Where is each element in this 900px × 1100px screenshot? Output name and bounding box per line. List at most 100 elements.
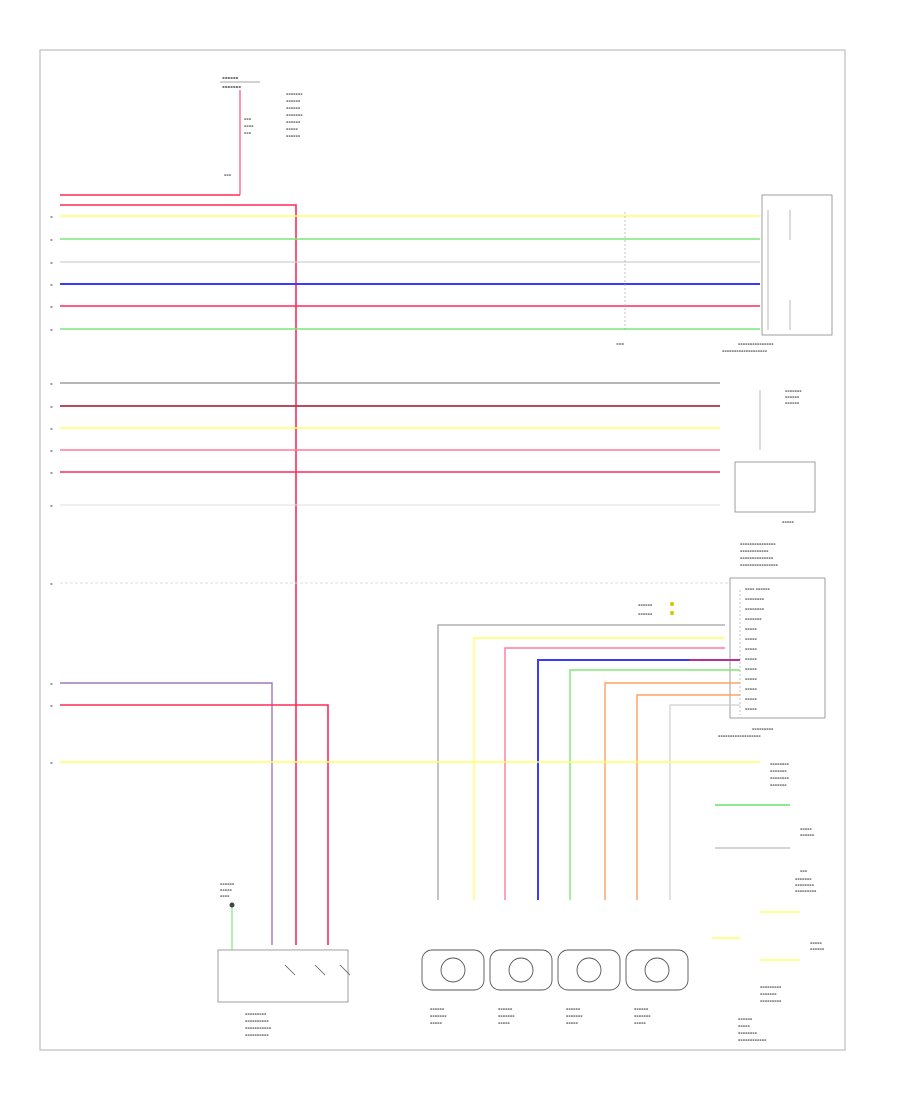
svg-text:▪▪▪▪▪▪: ▪▪▪▪▪▪: [220, 882, 235, 886]
svg-text:▪: ▪: [50, 214, 53, 219]
svg-text:▪▪▪▪▪▪▪: ▪▪▪▪▪▪▪: [286, 113, 303, 117]
svg-text:▪▪▪: ▪▪▪: [800, 869, 808, 873]
svg-text:▪▪▪▪▪▪: ▪▪▪▪▪▪: [286, 134, 301, 138]
svg-text:▪▪▪▪▪▪: ▪▪▪▪▪▪: [222, 75, 239, 80]
pedal-position-sensor: ▪▪▪▪▪▪▪▪▪▪▪▪▪▪▪ ▪▪▪▪▪▪▪▪▪▪▪▪▪▪▪▪▪▪▪: [722, 194, 833, 353]
svg-text:▪: ▪: [50, 304, 53, 309]
fuse-block: ▪▪▪▪▪▪ ▪▪▪▪▪▪▪ ▪▪▪ ▪▪▪▪ ▪▪▪ ▪▪▪ ▪▪▪▪▪▪▪ …: [220, 75, 303, 195]
svg-text:▪▪▪▪▪▪▪: ▪▪▪▪▪▪▪: [795, 877, 812, 881]
svg-text:▪▪▪▪▪▪▪▪: ▪▪▪▪▪▪▪▪: [770, 776, 790, 780]
svg-text:▪▪▪▪▪▪: ▪▪▪▪▪▪: [286, 106, 301, 110]
svg-text:▪▪▪▪▪▪▪▪▪: ▪▪▪▪▪▪▪▪▪: [795, 889, 817, 893]
svg-text:▪▪▪▪▪▪▪▪▪▪: ▪▪▪▪▪▪▪▪▪▪: [245, 1033, 269, 1037]
svg-text:▪▪▪▪▪▪▪▪▪▪▪▪▪▪▪▪▪▪▪: ▪▪▪▪▪▪▪▪▪▪▪▪▪▪▪▪▪▪▪: [722, 349, 768, 353]
svg-text:▪: ▪: [50, 381, 53, 386]
svg-text:▪▪▪▪▪▪▪▪: ▪▪▪▪▪▪▪▪: [770, 762, 790, 766]
svg-text:▪▪▪▪▪▪▪: ▪▪▪▪▪▪▪: [566, 1014, 583, 1018]
svg-text:▪▪▪▪▪: ▪▪▪▪▪: [634, 1021, 646, 1025]
svg-text:▪▪▪▪▪▪▪: ▪▪▪▪▪▪▪: [770, 769, 787, 773]
svg-text:▪: ▪: [50, 681, 53, 686]
svg-text:▪▪▪▪▪▪: ▪▪▪▪▪▪: [430, 1007, 445, 1011]
svg-text:▪▪▪▪: ▪▪▪▪: [220, 894, 230, 898]
svg-text:▪▪▪▪▪: ▪▪▪▪▪: [745, 667, 757, 671]
svg-text:▪: ▪: [50, 404, 53, 409]
throttle-position-sensor: ▪▪▪▪▪▪▪ ▪▪▪▪▪▪ ▪▪▪▪▪▪ ▪▪▪▪▪: [734, 389, 816, 524]
svg-text:▪▪▪▪▪: ▪▪▪▪▪: [745, 677, 757, 681]
svg-text:▪▪▪▪▪▪▪▪▪▪▪▪▪▪▪▪▪▪: ▪▪▪▪▪▪▪▪▪▪▪▪▪▪▪▪▪▪: [718, 734, 761, 738]
svg-text:▪▪▪▪▪▪▪: ▪▪▪▪▪▪▪: [634, 1014, 651, 1018]
svg-text:▪: ▪: [50, 282, 53, 287]
svg-text:▪▪▪▪▪▪: ▪▪▪▪▪▪: [286, 99, 301, 103]
svg-text:▪▪▪▪▪▪: ▪▪▪▪▪▪: [785, 395, 800, 399]
svg-text:▪▪▪▪▪▪▪▪▪▪▪▪: ▪▪▪▪▪▪▪▪▪▪▪▪: [740, 549, 769, 553]
svg-text:▪▪▪▪▪: ▪▪▪▪▪: [430, 1021, 442, 1025]
svg-text:▪: ▪: [50, 581, 53, 586]
svg-text:▪: ▪: [50, 703, 53, 708]
svg-text:▪▪▪▪▪▪▪▪▪▪▪▪▪▪▪: ▪▪▪▪▪▪▪▪▪▪▪▪▪▪▪: [740, 542, 776, 546]
svg-text:▪▪▪▪▪▪: ▪▪▪▪▪▪: [810, 947, 825, 951]
svg-text:▪▪▪▪▪▪: ▪▪▪▪▪▪: [785, 401, 800, 405]
svg-text:▪▪▪▪▪▪▪▪: ▪▪▪▪▪▪▪▪: [745, 607, 765, 611]
svg-text:▪▪▪▪▪▪▪: ▪▪▪▪▪▪▪: [770, 783, 787, 787]
svg-text:▪: ▪: [50, 327, 53, 332]
svg-text:▪▪▪▪▪▪▪: ▪▪▪▪▪▪▪: [222, 84, 241, 89]
throttle-harness: [60, 382, 720, 506]
svg-text:▪▪▪▪▪▪▪: ▪▪▪▪▪▪▪: [430, 1014, 447, 1018]
wheel-speed-sensor-front-left: ▪▪▪▪▪▪ ▪▪▪▪▪▪▪ ▪▪▪▪▪: [421, 949, 485, 1025]
svg-text:▪▪▪▪▪: ▪▪▪▪▪: [782, 520, 794, 524]
svg-text:▪▪▪▪▪: ▪▪▪▪▪: [800, 827, 812, 831]
svg-text:▪▪▪▪▪▪▪▪▪▪▪▪▪▪: ▪▪▪▪▪▪▪▪▪▪▪▪▪▪: [740, 556, 774, 560]
svg-text:▪▪▪▪▪▪▪▪: ▪▪▪▪▪▪▪▪: [738, 1031, 758, 1035]
svg-text:▪▪▪▪▪: ▪▪▪▪▪: [738, 1024, 750, 1028]
svg-text:▪▪▪▪▪▪▪▪: ▪▪▪▪▪▪▪▪: [745, 597, 765, 601]
svg-text:▪▪▪▪▪: ▪▪▪▪▪: [745, 707, 757, 711]
relay-red-wire: [60, 704, 329, 945]
wheel-speed-sensor-rear-left: ▪▪▪▪▪▪ ▪▪▪▪▪▪▪ ▪▪▪▪▪: [557, 949, 621, 1025]
svg-text:▪: ▪: [50, 503, 53, 508]
svg-text:▪: ▪: [50, 470, 53, 475]
relay-switch: ▪▪▪▪▪▪ ▪▪▪▪▪ ▪▪▪▪ ▪▪▪▪▪▪▪▪▪ ▪▪▪▪▪▪▪▪▪▪ ▪…: [217, 882, 351, 1037]
svg-text:▪▪▪: ▪▪▪: [244, 117, 252, 121]
diagram-border: [39, 49, 846, 1051]
svg-text:▪▪▪▪▪: ▪▪▪▪▪: [745, 657, 757, 661]
svg-text:▪▪▪▪ ▪▪▪▪▪▪: ▪▪▪▪ ▪▪▪▪▪▪: [745, 587, 770, 591]
svg-text:▪▪▪▪▪▪: ▪▪▪▪▪▪: [638, 603, 653, 607]
svg-text:▪▪▪▪▪▪▪: ▪▪▪▪▪▪▪: [760, 992, 777, 996]
svg-text:▪▪▪▪▪▪▪▪▪: ▪▪▪▪▪▪▪▪▪: [760, 999, 782, 1003]
ecm-labels: ▪▪▪▪▪▪▪▪▪▪▪▪▪▪▪ ▪▪▪▪▪▪▪▪▪▪▪▪ ▪▪▪▪▪▪▪▪▪▪▪…: [740, 542, 779, 567]
svg-text:▪▪▪▪▪▪▪▪▪▪▪▪▪▪▪▪: ▪▪▪▪▪▪▪▪▪▪▪▪▪▪▪▪: [740, 563, 779, 567]
svg-text:▪▪▪▪: ▪▪▪▪: [244, 124, 254, 128]
svg-text:▪▪▪▪▪▪▪: ▪▪▪▪▪▪▪: [785, 389, 802, 393]
svg-text:▪▪▪▪▪: ▪▪▪▪▪: [498, 1021, 510, 1025]
svg-text:▪: ▪: [50, 260, 53, 265]
svg-text:▪▪▪▪▪: ▪▪▪▪▪: [810, 941, 822, 945]
pedal-sensor-harness: ▪▪▪: [60, 212, 760, 346]
relay-purple-wire: [60, 682, 273, 945]
svg-text:▪▪▪▪▪▪: ▪▪▪▪▪▪: [566, 1007, 581, 1011]
svg-text:▪▪▪▪▪▪: ▪▪▪▪▪▪: [638, 612, 653, 616]
svg-text:▪▪▪▪▪▪▪▪: ▪▪▪▪▪▪▪▪: [795, 883, 815, 887]
svg-text:▪▪▪▪▪▪▪▪▪: ▪▪▪▪▪▪▪▪▪: [752, 727, 774, 731]
svg-text:▪▪▪▪▪▪: ▪▪▪▪▪▪: [498, 1007, 513, 1011]
svg-text:▪▪▪▪▪▪▪▪▪▪: ▪▪▪▪▪▪▪▪▪▪: [245, 1019, 269, 1023]
svg-text:▪▪▪: ▪▪▪: [224, 173, 232, 177]
svg-text:▪: ▪: [50, 426, 53, 431]
svg-text:▪▪▪▪▪▪▪: ▪▪▪▪▪▪▪: [286, 92, 303, 96]
svg-text:▪▪▪▪▪: ▪▪▪▪▪: [745, 697, 757, 701]
svg-text:▪: ▪: [50, 760, 53, 765]
right-side-switches: ▪▪▪▪▪▪▪▪ ▪▪▪▪▪▪▪ ▪▪▪▪▪▪▪▪ ▪▪▪▪▪▪▪ ▪▪▪▪▪ …: [712, 762, 825, 1042]
svg-text:▪▪▪▪▪▪▪: ▪▪▪▪▪▪▪: [498, 1014, 515, 1018]
wheel-sensor-wiring: [437, 624, 740, 900]
left-pin-numbers: ▪ ▪ ▪ ▪ ▪ ▪ ▪ ▪ ▪ ▪ ▪ ▪ ▪ ▪ ▪ ▪: [50, 214, 53, 765]
svg-text:▪▪▪▪▪: ▪▪▪▪▪: [286, 127, 298, 131]
svg-text:▪▪▪▪▪▪▪▪▪: ▪▪▪▪▪▪▪▪▪: [760, 985, 782, 989]
ecm-module: ▪▪▪▪ ▪▪▪▪▪▪ ▪▪▪▪▪▪▪▪ ▪▪▪▪▪▪▪▪ ▪▪▪▪▪▪▪ ▪▪…: [718, 577, 826, 738]
svg-text:▪▪▪▪▪: ▪▪▪▪▪: [745, 637, 757, 641]
svg-text:▪: ▪: [50, 237, 53, 242]
svg-text:▪▪▪: ▪▪▪: [244, 131, 252, 135]
wheel-speed-sensor-rear-right: ▪▪▪▪▪▪ ▪▪▪▪▪▪▪ ▪▪▪▪▪: [625, 949, 689, 1025]
svg-text:▪▪▪▪▪: ▪▪▪▪▪: [745, 627, 757, 631]
svg-text:▪▪▪▪▪: ▪▪▪▪▪: [745, 687, 757, 691]
svg-text:▪▪▪▪▪▪▪▪▪: ▪▪▪▪▪▪▪▪▪: [245, 1012, 267, 1016]
svg-text:▪▪▪▪▪▪▪▪▪▪▪▪▪▪▪: ▪▪▪▪▪▪▪▪▪▪▪▪▪▪▪: [738, 342, 774, 346]
